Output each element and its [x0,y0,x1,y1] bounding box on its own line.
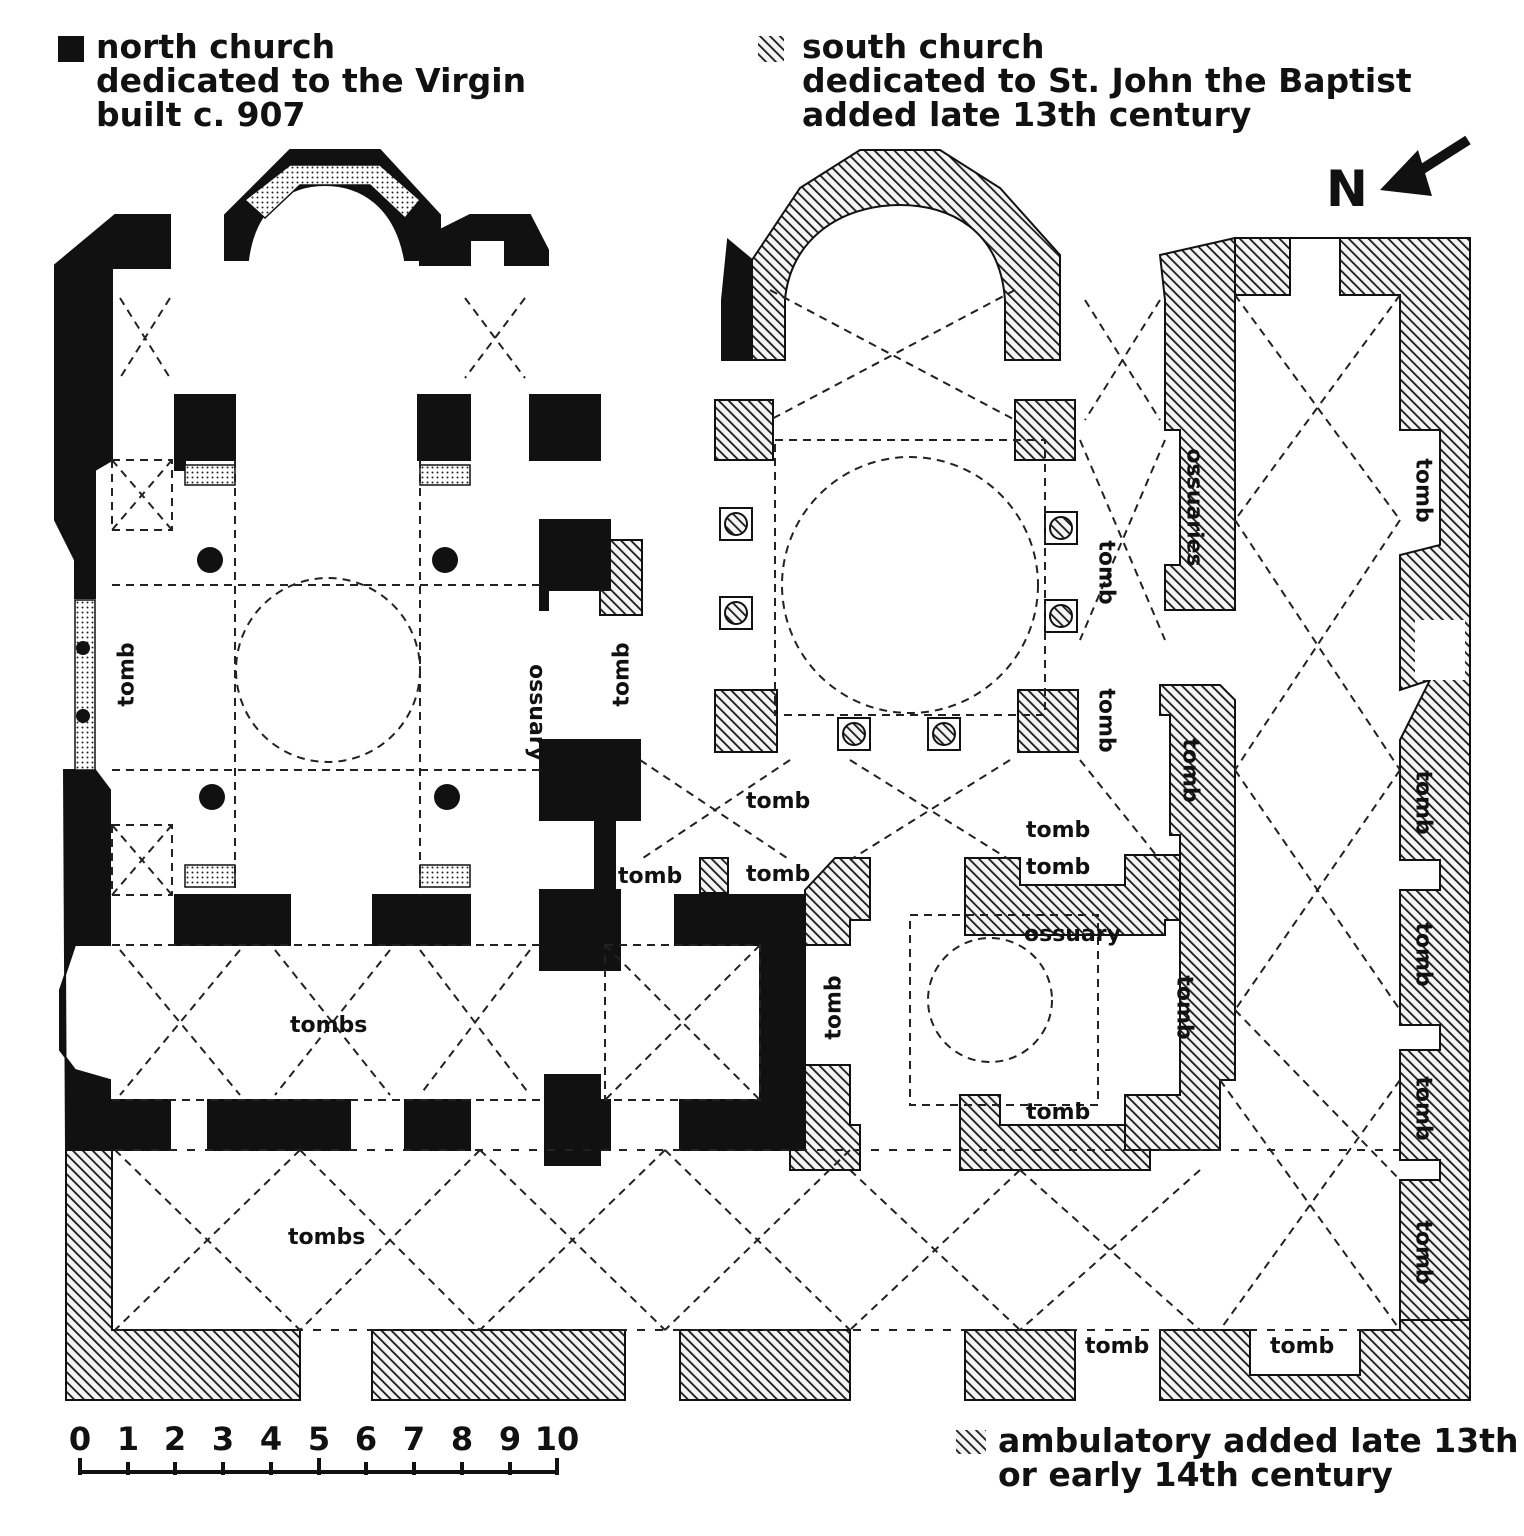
legend-ambulatory-line1: ambulatory added late 13th [998,1421,1519,1460]
legend-ambulatory: ambulatory added late 13th or early 14th… [998,1424,1519,1492]
legend-south-church: south church dedicated to St. John the B… [802,30,1412,132]
label-ossuaries: ossuaries [1181,448,1207,567]
label-tomb: tomb [1410,922,1436,987]
label-tomb: tomb [1026,1100,1091,1125]
label-tomb: tomb [1177,738,1203,803]
legend-ambulatory-line2: or early 14th century [998,1455,1393,1494]
columns [76,547,460,810]
label-tomb: tomb [1026,818,1091,843]
scale-tick-label: 9 [498,1420,522,1458]
legend-north-title: north church [96,27,336,66]
scale-tick-label: 8 [450,1420,474,1458]
scale-tick-label: 0 [68,1420,92,1458]
label-tomb: tomb [1085,1334,1150,1359]
ambulatory-walls [65,237,1471,1401]
label-tomb: tomb [1026,855,1091,880]
legend-south-dedication: dedicated to St. John the Baptist [802,61,1412,100]
label-tombs: tombs [290,1013,368,1038]
scale-tick-label: 1 [116,1420,140,1458]
south-church-walls [599,149,1236,1171]
vault-lines [111,289,1401,1331]
legend-north-date: built c. 907 [96,95,306,134]
label-tomb: tomb [746,789,811,814]
label-tombs: tombs [288,1225,366,1250]
scale-tick-label: 10 [534,1420,580,1458]
legend-north-dedication: dedicated to the Virgin [96,61,527,100]
scale-tick-label: 6 [354,1420,378,1458]
scale-tick-label: 3 [211,1420,235,1458]
label-tomb: tomb [1410,770,1436,835]
scale-tick-label: 4 [259,1420,283,1458]
label-tomb: tomb [1410,1076,1436,1141]
north-church-swatch [58,36,84,62]
label-tomb: tomb [114,642,140,707]
label-tomb: tomb [618,864,683,889]
label-tomb: tomb [1093,540,1119,605]
label-ossuary: ossuary [1024,922,1122,947]
label-tomb: tomb [1410,458,1436,523]
scale-bar [78,1458,559,1475]
label-tomb: tomb [746,862,811,887]
label-tomb: tomb [1093,688,1119,753]
arrow-icon [1380,135,1471,196]
south-columns [719,507,1078,751]
south-church-swatch [758,36,784,62]
label-tomb: tomb [821,975,847,1040]
scale-tick-label: 2 [163,1420,187,1458]
label-tomb: tomb [1270,1334,1335,1359]
label-tomb: tomb [1171,975,1197,1040]
label-tomb: tomb [609,642,635,707]
legend-south-date: added late 13th century [802,95,1252,134]
stone-infills [74,164,471,888]
ambulatory-swatch [956,1430,986,1454]
scale-tick-label: 7 [402,1420,426,1458]
north-label: N [1326,160,1368,218]
label-tomb: tomb [1410,1220,1436,1285]
scale-tick-label: 5 [307,1420,331,1458]
legend-south-title: south church [802,27,1045,66]
label-ossuary: ossuary [524,663,550,762]
legend-north-church: north church dedicated to the Virgin bui… [96,30,526,132]
